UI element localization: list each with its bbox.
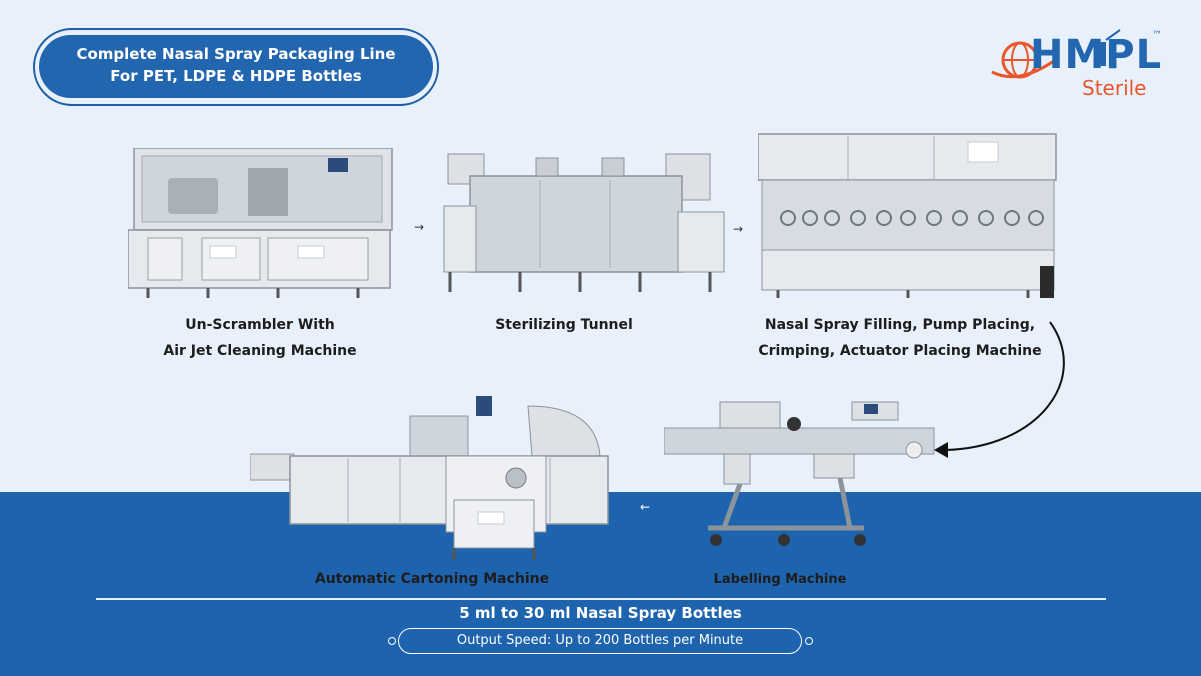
- output-speed-pill: Output Speed: Up to 200 Bottles per Minu…: [398, 628, 802, 654]
- sterilizing-tunnel-image: [443, 153, 725, 292]
- filling-machine-image: [758, 133, 1057, 298]
- logo-sub-text: Sterile: [1082, 76, 1147, 100]
- title-line-2: For PET, LDPE & HDPE Bottles: [110, 67, 362, 85]
- speed-dot-left: [388, 637, 396, 645]
- logo-main-text: HMPL: [1030, 32, 1163, 78]
- flow-arrow-2: →: [733, 222, 744, 236]
- filling-label-line-1: Nasal Spray Filling, Pump Placing,: [764, 317, 1036, 333]
- footer-divider: [96, 598, 1106, 600]
- brand-logo: HMPL Sterile ™: [988, 28, 1168, 108]
- unscrambler-label-line-2: Air Jet Cleaning Machine: [163, 343, 357, 359]
- title-line-1: Complete Nasal Spray Packaging Line: [76, 45, 396, 63]
- labelling-label: Labelling Machine: [713, 572, 847, 587]
- labelling-machine-image: [664, 401, 935, 546]
- cartoning-label: Automatic Cartoning Machine: [314, 571, 550, 587]
- flow-curve-arrow: [934, 321, 1065, 458]
- speed-dot-right: [805, 637, 813, 645]
- globe-icon: [991, 29, 1121, 79]
- filling-label-line-2: Crimping, Actuator Placing Machine: [758, 343, 1042, 359]
- logo-tm: ™: [1152, 30, 1162, 41]
- filling-label: Nasal Spray Filling, Pump Placing, Crimp…: [748, 312, 1052, 364]
- flow-arrow-3: ←: [640, 500, 651, 514]
- title-banner: Complete Nasal Spray Packaging Line For …: [39, 35, 433, 98]
- flow-arrow-1: →: [414, 220, 425, 234]
- bottle-size-text: 5 ml to 30 ml Nasal Spray Bottles: [459, 604, 742, 622]
- unscrambler-label-line-1: Un-Scrambler With: [185, 317, 335, 333]
- unscrambler-label: Un-Scrambler With Air Jet Cleaning Machi…: [140, 312, 380, 364]
- tunnel-label: Sterilizing Tunnel: [495, 317, 633, 333]
- cartoning-machine-image: [250, 396, 609, 560]
- unscrambler-machine-image: [128, 148, 393, 298]
- title-outline: [33, 28, 439, 106]
